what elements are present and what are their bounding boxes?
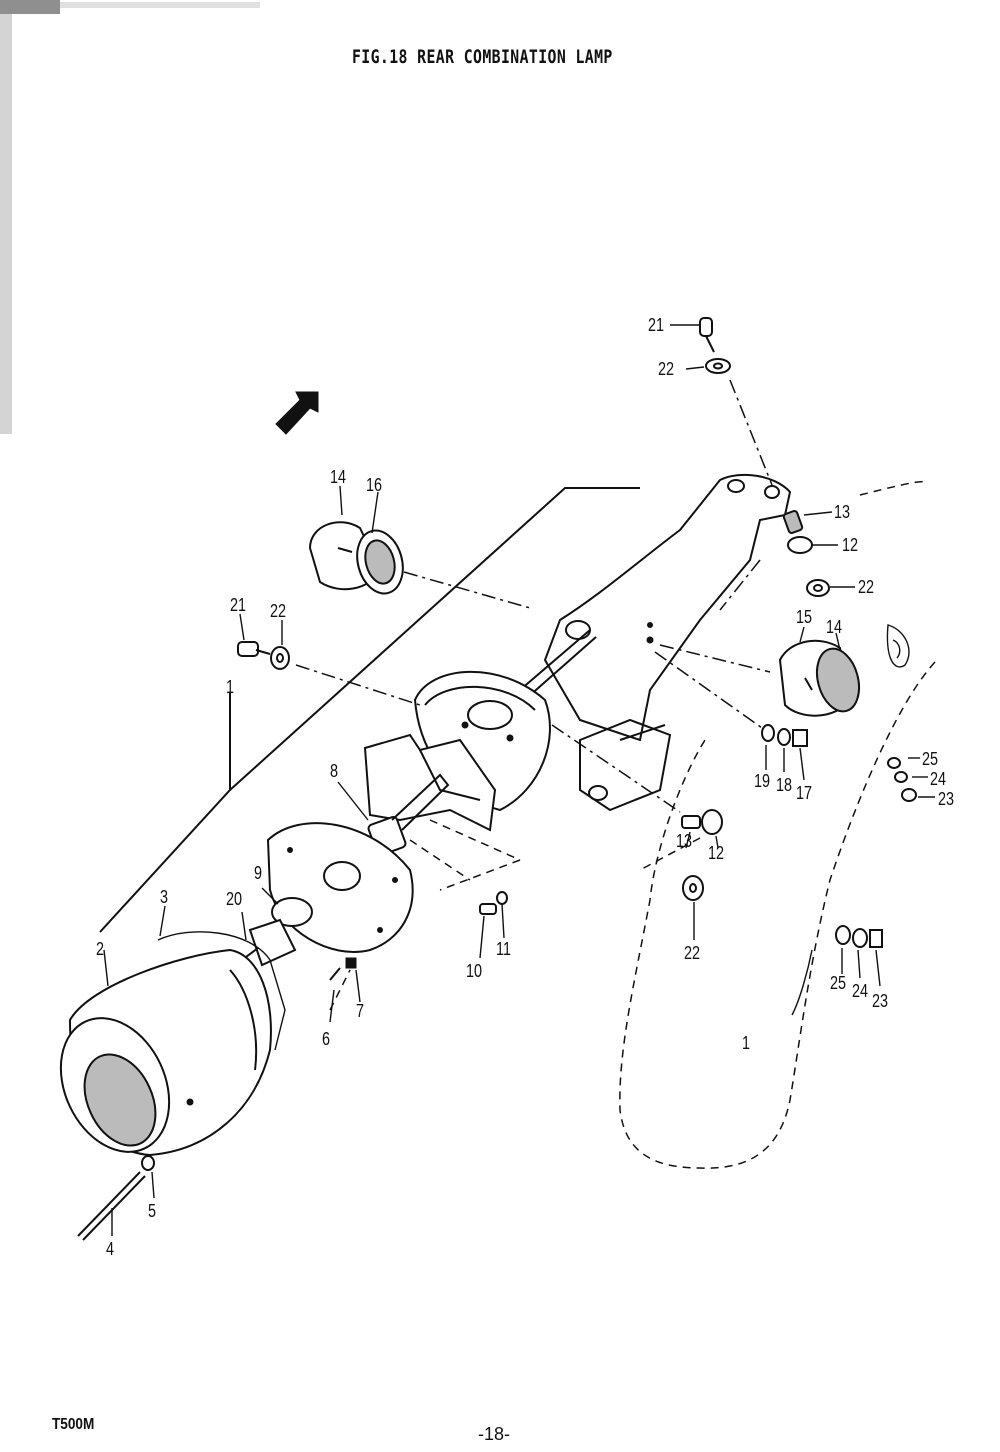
- screw-21-top: [699, 317, 731, 374]
- bulb-socket: [241, 897, 313, 967]
- callout-22-lower: 22: [684, 943, 701, 963]
- callout-12-upper: 12: [842, 535, 859, 555]
- callout-3: 3: [160, 887, 169, 907]
- callout-22-right: 22: [858, 577, 875, 597]
- callout-22-left: 22: [270, 601, 287, 621]
- bolt-12-13-upper: [782, 510, 813, 554]
- nut-washer-group-upper: [887, 757, 917, 802]
- fender-reflector-hint: [886, 624, 910, 668]
- callout-20: 20: [226, 889, 243, 909]
- callout-fender-1: 1: [742, 1033, 751, 1053]
- callout-16: 16: [366, 475, 383, 495]
- callout-18: 18: [776, 775, 793, 795]
- front-direction-arrow-icon: [275, 391, 319, 435]
- callout-14-left: 14: [330, 467, 347, 487]
- reflector-left: [308, 521, 404, 595]
- page-number: -18-: [478, 1424, 511, 1444]
- callout-4: 4: [106, 1239, 115, 1259]
- callout-2: 2: [96, 939, 105, 959]
- lamp-bracket: [543, 473, 792, 812]
- callout-10: 10: [466, 961, 483, 981]
- callout-11: 11: [496, 939, 511, 959]
- leader-lines: [103, 324, 935, 1236]
- callout-24-upper: 24: [930, 769, 947, 789]
- hardware-17-18-19: [761, 724, 808, 747]
- rear-fender-outline: [619, 480, 936, 1169]
- small-screws: [329, 891, 508, 981]
- callout-15: 15: [796, 607, 813, 627]
- lens-screw: [77, 1155, 155, 1241]
- callout-25-upper: 25: [922, 749, 939, 769]
- callout-23-upper: 23: [938, 789, 955, 809]
- callout-14-right: 14: [826, 617, 843, 637]
- callout-7: 7: [356, 1001, 365, 1021]
- fender-inner-edge: [791, 949, 813, 1016]
- figure-title: FIG.18 REAR COMBINATION LAMP: [352, 46, 613, 68]
- callout-19: 19: [754, 771, 771, 791]
- callout-23-lower: 23: [872, 991, 889, 1011]
- callout-21-top: 21: [648, 315, 665, 335]
- callout-13-upper: 13: [834, 502, 851, 522]
- lens-gasket: [157, 931, 286, 1051]
- model-code: T500M: [52, 1416, 95, 1433]
- callout-17: 17: [796, 783, 813, 803]
- bolt-12-13-lower: [681, 809, 723, 835]
- callout-22-top: 22: [658, 359, 675, 379]
- callout-24-lower: 24: [852, 981, 869, 1001]
- lamp-lens: [59, 948, 272, 1157]
- callout-21-left: 21: [230, 595, 247, 615]
- reflector-right: [778, 639, 861, 717]
- callout-5: 5: [148, 1201, 157, 1221]
- nut-washer-group-lower: [835, 925, 883, 948]
- callout-13-lower: 13: [676, 831, 693, 851]
- callout-6: 6: [322, 1029, 331, 1049]
- mounting-stud: [519, 629, 597, 698]
- callout-8: 8: [330, 761, 339, 781]
- callout-9: 9: [254, 863, 263, 883]
- screw-21-left: [237, 641, 290, 670]
- callout-25-lower: 25: [830, 973, 847, 993]
- scan-noise: [0, 0, 260, 434]
- callout-1: 1: [226, 677, 235, 697]
- assembly-bracket-1: [99, 487, 640, 933]
- callout-12-lower: 12: [708, 843, 725, 863]
